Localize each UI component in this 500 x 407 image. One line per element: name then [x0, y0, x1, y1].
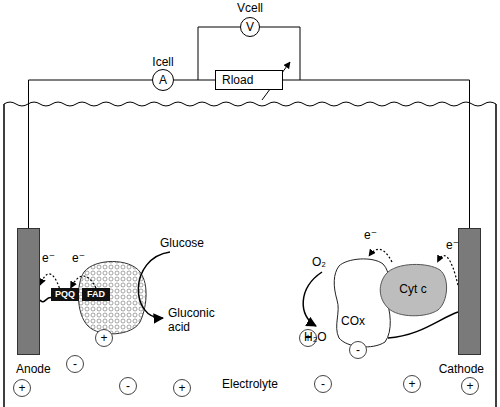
- protein-outline: [380, 264, 446, 315]
- load-resistor: Rload: [215, 70, 283, 90]
- substrate-label: Glucose: [160, 236, 204, 250]
- anode-electrode: Anode: [17, 228, 40, 355]
- ammeter: A: [152, 69, 174, 91]
- circuit-wire: [29, 80, 153, 228]
- circuit-wire: [283, 80, 470, 228]
- ion-charge: +: [408, 377, 415, 391]
- cytochrome-protein: Cyt c: [378, 262, 448, 316]
- electrode-label: Cathode: [439, 362, 484, 376]
- electron-label: e⁻: [72, 251, 85, 265]
- electrode-label: Anode: [16, 362, 51, 376]
- reaction-arrow: [138, 252, 170, 318]
- ion-circle: +: [13, 379, 31, 397]
- electron-label: e⁻: [364, 228, 377, 242]
- cathode-electrode: Cathode: [458, 228, 481, 355]
- electrolyte-label: Electrolyte: [222, 377, 278, 391]
- ion-charge: -: [126, 379, 130, 393]
- reaction-arrow: [303, 272, 322, 326]
- ion-charge: +: [18, 381, 25, 395]
- circuit-wire: [174, 80, 215, 81]
- electron-label: e⁻: [446, 238, 459, 252]
- tank-wall: [4, 104, 496, 407]
- ion-charge: +: [466, 379, 473, 393]
- ion-circle: -: [66, 355, 84, 373]
- product-label: H₂O: [304, 330, 327, 344]
- ion-circle: -: [314, 375, 332, 393]
- electron-label: e⁻: [42, 251, 55, 265]
- current-label: Icell: [152, 55, 173, 69]
- node-text: A: [159, 73, 167, 87]
- ion-circle: -: [119, 377, 137, 395]
- node-text: PQQ: [55, 289, 75, 300]
- cofactor-box: PQQ: [51, 288, 79, 301]
- protein-outline: [334, 259, 390, 347]
- cofactor-box: FAD: [82, 288, 110, 301]
- node-text: Cyt c: [399, 282, 426, 296]
- voltmeter: V: [240, 17, 260, 37]
- substrate-label: O₂: [312, 255, 326, 269]
- ion-circle: +: [403, 375, 421, 393]
- tether: [388, 312, 458, 338]
- ion-charge: +: [100, 331, 107, 345]
- electron-transfer-arrow: [71, 276, 96, 288]
- ion-charge: -: [321, 377, 325, 391]
- product-label: Gluconic acid: [168, 306, 224, 334]
- ion-charge: -: [356, 343, 360, 357]
- ion-circle: -: [349, 341, 367, 359]
- ion-circle: +: [95, 329, 113, 347]
- node-text: V: [246, 20, 254, 34]
- node-text: FAD: [87, 289, 105, 300]
- node-text: Rload: [222, 73, 253, 87]
- node-text: COx: [341, 314, 365, 328]
- water-surface: [4, 102, 496, 106]
- voltage-label: Vcell: [237, 1, 263, 15]
- ion-charge: +: [178, 381, 185, 395]
- electron-transfer-arrow: [40, 274, 59, 288]
- ion-circle: +: [461, 377, 479, 395]
- enzyme-blob: [78, 262, 146, 334]
- ion-circle: +: [173, 379, 191, 397]
- ion-charge: -: [73, 357, 77, 371]
